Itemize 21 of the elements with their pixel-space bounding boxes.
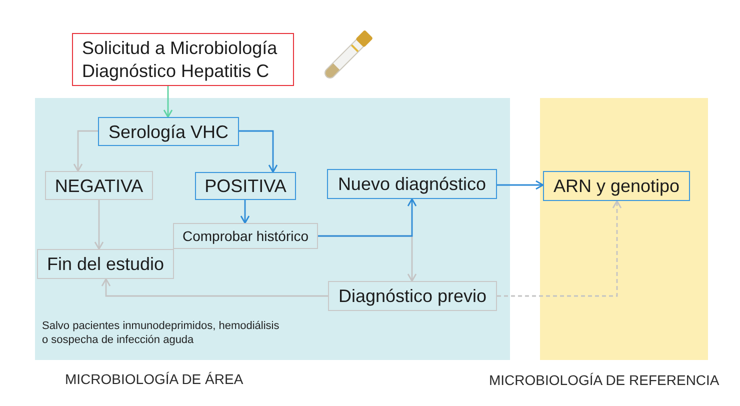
process-box: Serología VHC <box>98 117 239 146</box>
arrow <box>73 130 98 172</box>
process-box: Fin del estudio <box>37 249 174 279</box>
arrow <box>101 278 328 297</box>
process-box: Diagnóstico previo <box>328 281 497 311</box>
arrow <box>318 198 417 237</box>
process-box: Comprobar histórico <box>173 223 318 249</box>
arrow <box>240 200 250 224</box>
arrow <box>94 200 104 250</box>
arrow <box>239 130 278 173</box>
arrow <box>497 180 544 190</box>
note-text: Salvo pacientes inmunodeprimidos, hemodiálisis o sospecha de infección aguda <box>42 319 280 347</box>
request-box: Solicitud a Microbiología Diagnóstico Hepatitis C <box>72 33 294 86</box>
arrow <box>163 86 173 118</box>
process-box: Nuevo diagnóstico <box>327 169 497 199</box>
result-box: NEGATIVA <box>45 171 153 200</box>
arrow <box>497 200 622 297</box>
panel-heading: MICROBIOLOGÍA DE ÁREA <box>65 371 244 388</box>
result-box: POSITIVA <box>195 172 296 200</box>
panel-heading: MICROBIOLOGÍA DE REFERENCIA <box>489 372 720 389</box>
process-box: ARN y genotipo <box>543 171 690 201</box>
